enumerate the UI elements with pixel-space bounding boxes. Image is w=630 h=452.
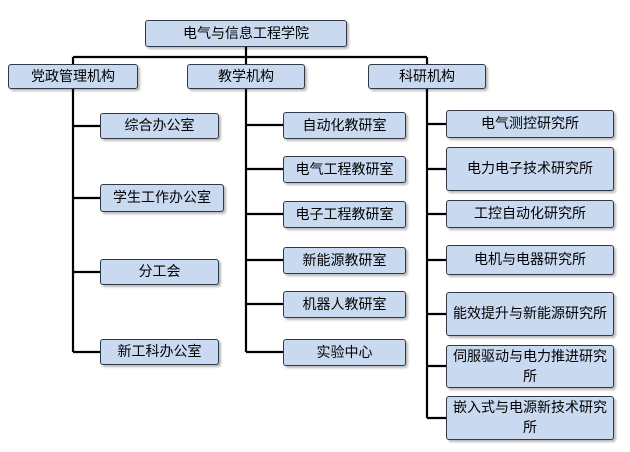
new-engineering-office-node: 新工科办公室: [100, 339, 219, 365]
electrical-engineering-teaching-node: 电气工程教研室: [283, 156, 406, 183]
trade-union-node: 分工会: [100, 259, 219, 285]
electronic-engineering-teaching-node: 电子工程教研室: [283, 201, 406, 228]
embedded-power-institute-node: 嵌入式与电源新技术研究所: [446, 396, 614, 440]
branch-node-admin: 党政管理机构: [8, 64, 138, 89]
power-electronics-institute-node: 电力电子技术研究所: [446, 147, 614, 191]
measurement-control-institute-node: 电气测控研究所: [446, 110, 614, 138]
branch-node-research: 科研机构: [368, 64, 486, 89]
robotics-teaching-node: 机器人教研室: [283, 291, 406, 318]
motor-electrical-appliance-institute-node: 电机与电器研究所: [446, 245, 614, 275]
servo-drive-institute-node: 伺服驱动与电力推进研究所: [446, 345, 614, 388]
automation-teaching-node: 自动化教研室: [283, 112, 406, 139]
root-node: 电气与信息工程学院: [145, 20, 347, 47]
energy-efficiency-institute-node: 能效提升与新能源研究所: [446, 292, 614, 336]
branch-node-teaching: 教学机构: [187, 64, 305, 89]
lab-center-node: 实验中心: [283, 339, 406, 366]
industrial-automation-institute-node: 工控自动化研究所: [446, 200, 614, 228]
student-affairs-office-node: 学生工作办公室: [100, 184, 224, 212]
admin-office-node: 综合办公室: [100, 113, 219, 139]
new-energy-teaching-node: 新能源教研室: [283, 247, 406, 274]
